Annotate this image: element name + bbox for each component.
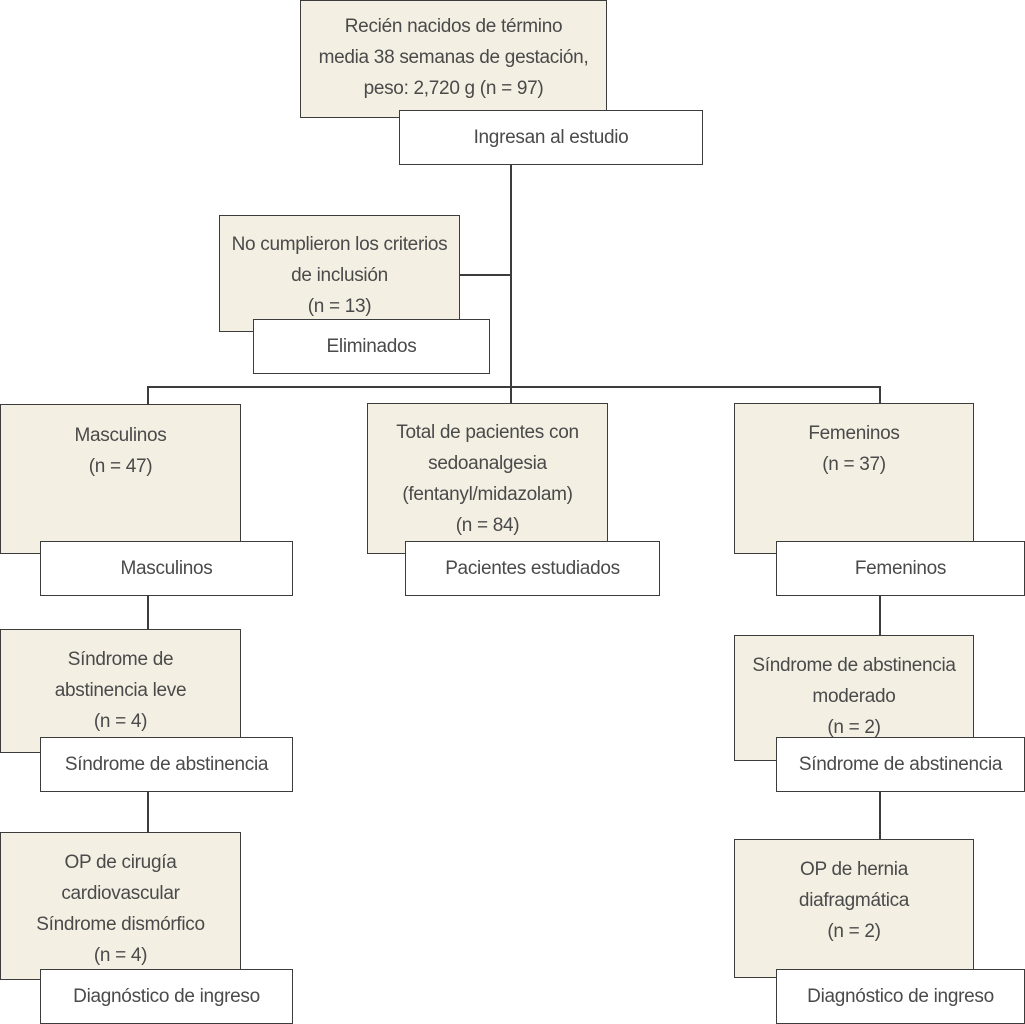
male-diagnosis-line-3: Síndrome dismórfico — [36, 914, 205, 935]
excluded-line-2: de inclusión — [291, 265, 388, 286]
male-label-box: Masculinos — [40, 541, 293, 596]
female-line-2: (n = 37) — [822, 454, 886, 475]
female-diagnosis-box: OP de hernia diafragmática (n = 2) — [734, 839, 974, 978]
connector-female-diag — [879, 791, 881, 839]
connector-branch-horizontal — [147, 386, 880, 388]
top-population-box: Recién nacidos de término media 38 seman… — [300, 0, 607, 118]
connector-total-drop — [510, 386, 512, 403]
excluded-box: No cumplieron los criterios de inclusión… — [219, 215, 460, 332]
total-line-2: sedoanalgesia — [428, 453, 547, 474]
top-line-1: Recién nacidos de término — [344, 16, 563, 37]
male-diagnosis-line-4: (n = 4) — [93, 945, 148, 966]
male-label: Masculinos — [120, 558, 213, 579]
top-line-2: media 38 semanas de gestación, — [318, 47, 589, 68]
excluded-line-1: No cumplieron los criterios — [231, 234, 448, 255]
connector-main-vertical — [510, 163, 512, 388]
connector-female-drop — [879, 386, 881, 403]
male-line-2: (n = 47) — [88, 456, 153, 477]
male-syndrome-line-2: abstinencia leve — [54, 680, 187, 701]
male-diagnosis-label: Diagnóstico de ingreso — [73, 986, 260, 1007]
male-syndrome-label: Síndrome de abstinencia — [64, 754, 269, 775]
female-box: Femeninos (n = 37) — [734, 403, 974, 554]
total-box: Total de pacientes con sedoanalgesia (fe… — [367, 403, 608, 554]
total-line-3: (fentanyl/midazolam) — [402, 484, 573, 505]
female-syndrome-line-3: (n = 2) — [827, 717, 881, 738]
total-line-4: (n = 84) — [455, 515, 520, 536]
connector-male-diag — [147, 791, 149, 832]
male-syndrome-label-box: Síndrome de abstinencia — [40, 737, 293, 792]
female-syndrome-line-1: Síndrome de abstinencia — [752, 655, 956, 676]
female-line-1: Femeninos — [808, 423, 900, 444]
connector-female-syndrome — [879, 594, 881, 635]
male-syndrome-box: Síndrome de abstinencia leve (n = 4) — [0, 629, 241, 753]
female-label: Femeninos — [854, 558, 947, 579]
female-label-box: Femeninos — [776, 541, 1025, 596]
male-line-1: Masculinos — [74, 425, 167, 446]
excluded-line-3: (n = 13) — [307, 296, 372, 317]
female-syndrome-label-box: Síndrome de abstinencia — [776, 737, 1025, 792]
connector-excluded — [459, 274, 511, 276]
top-label: Ingresan al estudio — [473, 127, 629, 148]
female-diagnosis-line-3: (n = 2) — [827, 921, 881, 942]
total-label-box: Pacientes estudiados — [405, 541, 660, 596]
top-label-box: Ingresan al estudio — [399, 110, 703, 165]
male-diagnosis-label-box: Diagnóstico de ingreso — [40, 969, 293, 1024]
female-diagnosis-label-box: Diagnóstico de ingreso — [776, 969, 1025, 1024]
male-diagnosis-box: OP de cirugía cardiovascular Síndrome di… — [0, 832, 241, 980]
male-diagnosis-line-2: cardiovascular — [61, 883, 180, 904]
female-syndrome-label: Síndrome de abstinencia — [798, 754, 1003, 775]
connector-male-drop — [147, 386, 149, 404]
top-line-3: peso: 2,720 g (n = 97) — [363, 78, 544, 99]
total-label: Pacientes estudiados — [445, 558, 620, 579]
male-diagnosis-line-1: OP de cirugía — [64, 852, 177, 873]
male-box: Masculinos (n = 47) — [0, 404, 241, 554]
connector-male-syndrome — [147, 594, 149, 629]
female-diagnosis-line-1: OP de hernia — [799, 859, 909, 880]
female-diagnosis-label: Diagnóstico de ingreso — [807, 986, 994, 1007]
female-syndrome-line-2: moderado — [812, 686, 896, 707]
male-syndrome-line-1: Síndrome de — [67, 649, 174, 670]
female-diagnosis-line-2: diafragmática — [798, 890, 910, 911]
male-syndrome-line-3: (n = 4) — [93, 711, 148, 732]
excluded-label: Eliminados — [326, 336, 417, 357]
excluded-label-box: Eliminados — [253, 319, 490, 374]
total-line-1: Total de pacientes con — [396, 422, 579, 443]
